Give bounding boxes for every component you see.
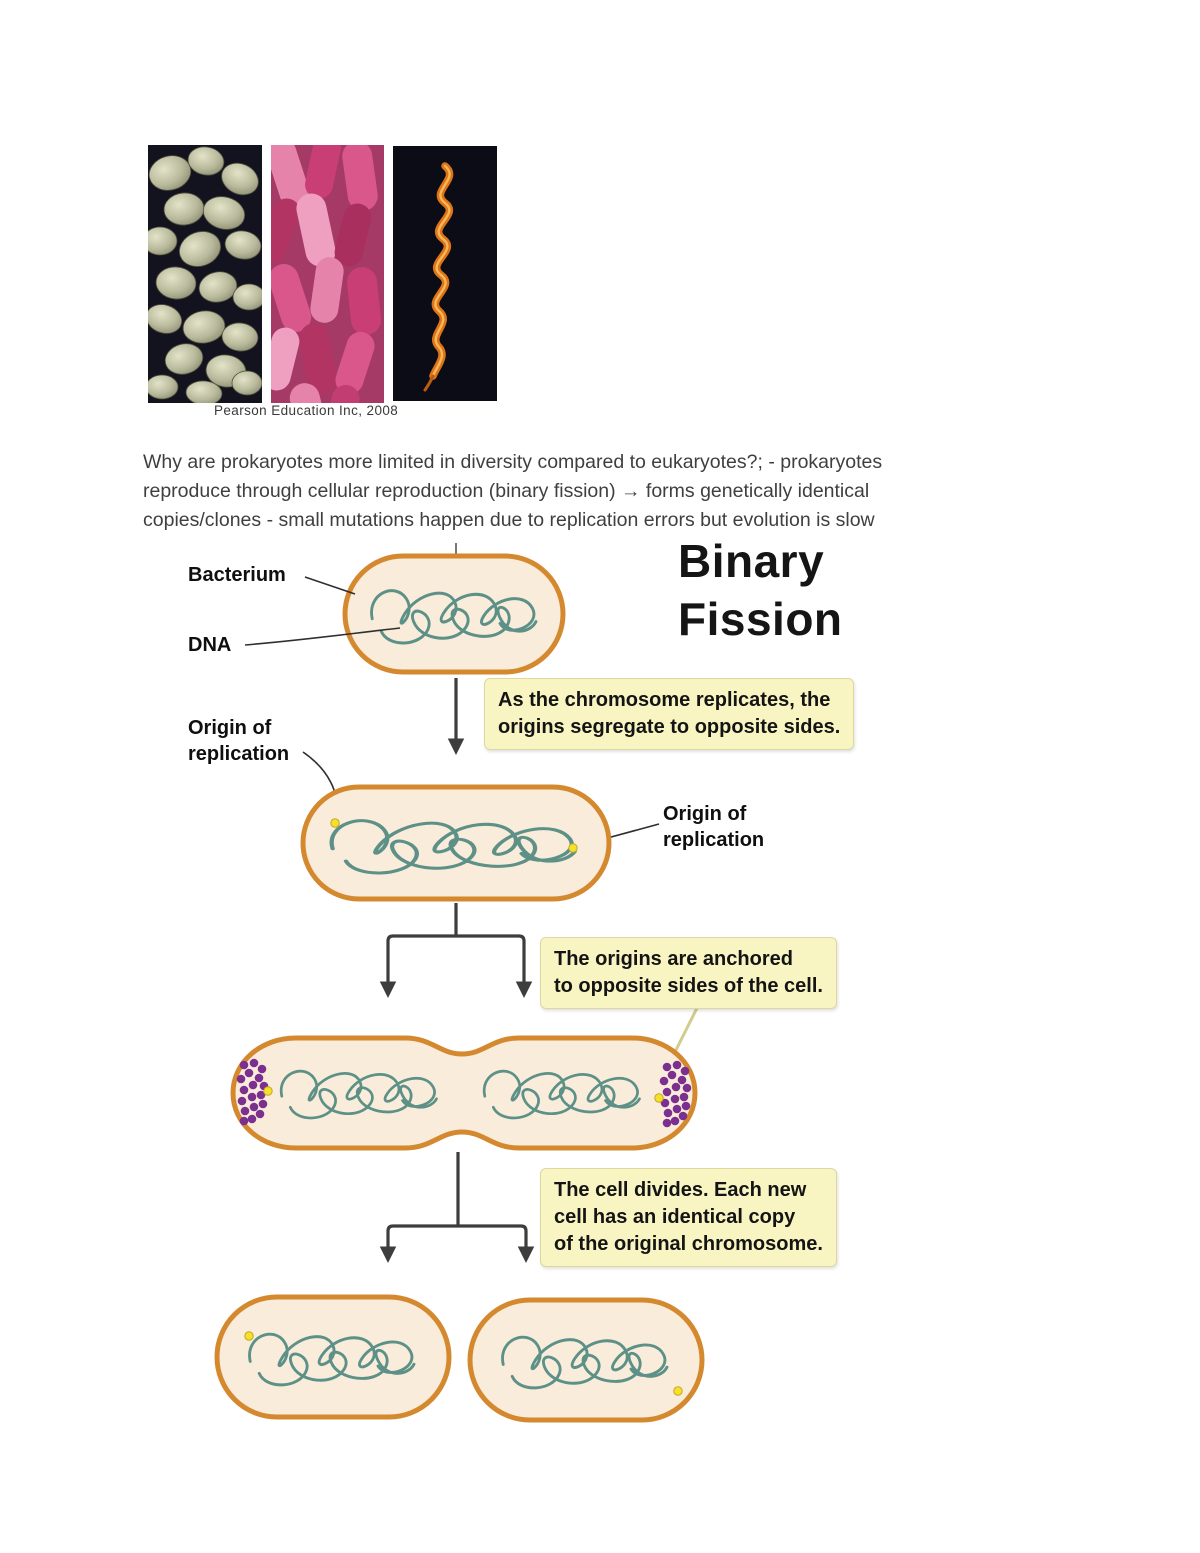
- figure-title-line: Fission: [678, 593, 843, 645]
- image-credit-caption: Pearson Education Inc, 2008: [214, 403, 399, 418]
- origin-dot-anchored-right: [654, 1093, 664, 1103]
- notes-line: copies/clones - small mutations happen d…: [143, 509, 875, 531]
- flow-arrow-3-left: [379, 1224, 458, 1263]
- figure-title-line: Binary: [678, 535, 825, 587]
- callout-origins-anchored: The origins are anchored to opposite sid…: [540, 937, 837, 1009]
- notes-line: reproduce through cellular reproduction …: [143, 480, 870, 502]
- label-dna: DNA: [188, 634, 232, 656]
- callout-2-tail: [671, 1007, 699, 1057]
- bacilli-cells: [271, 145, 381, 403]
- notes-paragraph: Why are prokaryotes more limited in dive…: [143, 448, 882, 535]
- spirochete-micrograph: [393, 146, 497, 401]
- origin-dot-right: [568, 843, 578, 853]
- flow-arrow-2-left: [379, 934, 456, 998]
- origin-dot-daughter-right: [673, 1386, 683, 1396]
- dna-pointer-line: [244, 627, 401, 646]
- bacterium-pointer-line: [304, 576, 356, 595]
- origin-dot-anchored-left: [263, 1086, 273, 1096]
- origin-dot-left: [330, 818, 340, 828]
- label-origin-of-replication-left: Origin of replication: [188, 717, 290, 765]
- spirochete-cell: [423, 162, 454, 392]
- cocci-micrograph: [148, 145, 262, 403]
- notes-line: Why are prokaryotes more limited in dive…: [143, 451, 883, 473]
- bacilli-micrograph: [271, 145, 384, 403]
- cocci-cells: [148, 146, 262, 403]
- flow-arrow-2-right: [456, 934, 533, 998]
- callout-cell-divides: The cell divides. Each new cell has an i…: [540, 1168, 837, 1267]
- origin-dot-daughter-left: [244, 1331, 254, 1341]
- flow-arrow-3-right: [458, 1224, 535, 1263]
- label-origin-of-replication-right: Origin of replication: [663, 803, 765, 851]
- figure-title: Binary Fission: [678, 532, 843, 648]
- dividing-cell-stage3: [230, 1035, 698, 1151]
- label-bacterium: Bacterium: [188, 564, 286, 586]
- callout-chromosome-replicates: As the chromosome replicates, the origin…: [484, 678, 855, 750]
